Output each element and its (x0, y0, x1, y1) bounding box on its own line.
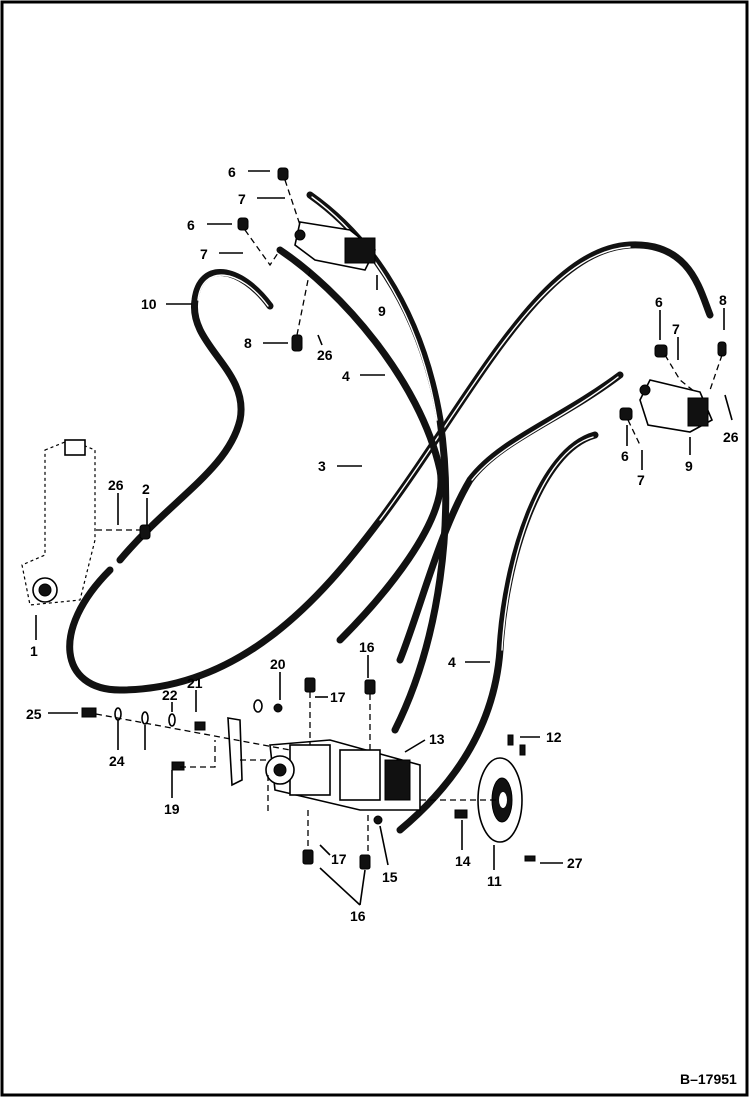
pulley-11 (477, 757, 523, 843)
callout-6: 6 (655, 294, 663, 310)
callout-15: 15 (382, 869, 398, 885)
callout-16: 16 (350, 908, 366, 924)
callout-9: 9 (378, 303, 386, 319)
callout-22: 22 (162, 687, 178, 703)
callout-21: 21 (187, 675, 203, 691)
fittings (139, 167, 727, 870)
callout-6: 6 (187, 217, 195, 233)
callout-13: 13 (429, 731, 445, 747)
callout-17: 17 (331, 851, 347, 867)
hose-4-lower (396, 431, 599, 834)
callout-25: 25 (26, 706, 42, 722)
hose-4-left (306, 191, 450, 734)
callout-17: 17 (330, 689, 346, 705)
callout-9: 9 (685, 458, 693, 474)
control-valve-13 (265, 739, 421, 811)
motor-9-top (294, 221, 377, 271)
callout-7: 7 (200, 246, 208, 262)
callout-12: 12 (546, 729, 562, 745)
callout-3: 3 (318, 458, 326, 474)
callouts: 6 7 6 7 10 8 26 9 4 3 26 2 1 6 8 7 26 9 … (26, 164, 739, 924)
callout-26: 26 (108, 477, 124, 493)
callout-14: 14 (455, 853, 471, 869)
hardware-left (81, 699, 283, 787)
callout-26: 26 (723, 429, 739, 445)
figure-id: B–17951 (680, 1071, 737, 1087)
callout-1: 1 (30, 643, 38, 659)
callout-2: 2 (142, 481, 150, 497)
callout-8: 8 (719, 292, 727, 308)
axle-housing-1 (21, 439, 96, 606)
hose-3 (66, 241, 714, 694)
callout-7: 7 (637, 472, 645, 488)
callout-7: 7 (672, 321, 680, 337)
callout-6: 6 (228, 164, 236, 180)
callout-19: 19 (164, 801, 180, 817)
callout-20: 20 (270, 656, 286, 672)
callout-8: 8 (244, 335, 252, 351)
callout-24: 24 (109, 753, 125, 769)
hose-10 (116, 269, 274, 564)
assembly-lines (95, 179, 723, 855)
callout-4: 4 (342, 368, 350, 384)
callout-10: 10 (141, 296, 157, 312)
motor-9-right (639, 379, 714, 433)
callout-27: 27 (567, 855, 583, 871)
callout-7: 7 (238, 191, 246, 207)
hose-4-right (396, 371, 624, 664)
callout-6: 6 (621, 448, 629, 464)
callout-16: 16 (359, 639, 375, 655)
hose-5 (276, 246, 445, 644)
callout-4: 4 (448, 654, 456, 670)
callout-26: 26 (317, 347, 333, 363)
callout-11: 11 (487, 873, 502, 889)
leader-lines (35, 170, 733, 906)
